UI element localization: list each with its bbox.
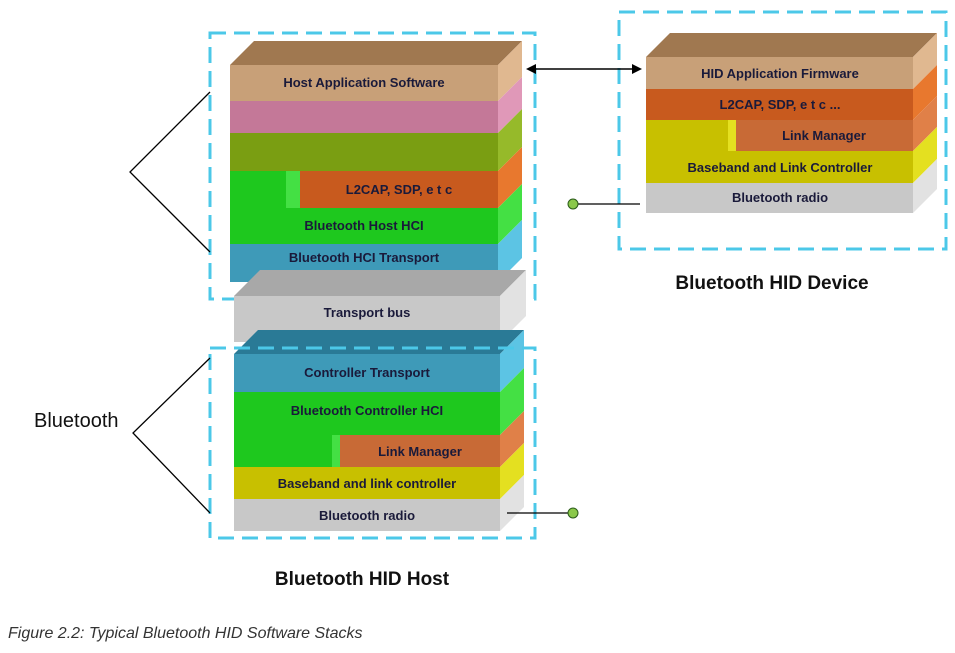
layer-host-application-software: Host Application Software [230,41,522,101]
host-antenna-icon [567,507,579,519]
host-hci-label: Bluetooth Host HCI [304,218,423,233]
controller-hci-label: Bluetooth Controller HCI [291,403,443,418]
controller-transport-label: Controller Transport [304,365,430,380]
layer-bluetooth-host-hci: Bluetooth Host HCI [230,184,522,244]
figure-caption: Figure 2.2: Typical Bluetooth HID Softwa… [8,625,363,642]
layer-controller-transport: Controller Transport [234,330,524,392]
device-top-face [646,33,937,57]
layer-l2cap-host: L2CAP, SDP, e t c [230,147,522,208]
layer-link-manager-device: Link Manager [646,96,937,151]
layer-l2cap-device: L2CAP, SDP, e t c ... [646,65,937,120]
device-baseband-label: Baseband and Link Controller [688,160,873,175]
device-link-manager-label: Link Manager [782,128,866,143]
host-lower-top-face [234,330,524,354]
host-title: Bluetooth HID Host [275,569,450,590]
lower-bracket-lines [132,357,211,514]
host-radio-label: Bluetooth radio [319,508,415,523]
device-title: Bluetooth HID Device [675,273,868,294]
host-app-software-label: Host Application Software [283,75,444,90]
layer-bluetooth-controller-hci: Bluetooth Controller HCI [234,368,524,435]
host-hci-transport-label: Bluetooth HCI Transport [289,250,440,265]
transport-bus-label: Transport bus [324,305,411,320]
host-baseband-label: Baseband and link controller [278,476,456,491]
device-dashed-box [617,10,948,251]
hid-firmware-label: HID Application Firmware [701,66,859,81]
layer-baseband-device: Baseband and Link Controller [646,127,937,183]
host-l2cap-label: L2CAP, SDP, e t c [346,182,452,197]
layer-link-manager-host: Link Manager [234,411,524,467]
layer-bluetooth-radio-host: Bluetooth radio [234,475,524,531]
host-link-manager-label: Link Manager [378,444,462,459]
host-upper-top-face [230,41,522,65]
layer-baseband-host: Baseband and link controller [234,443,524,499]
layer-bluetooth-radio-device: Bluetooth radio [646,159,937,213]
bluetooth-side-label: Bluetooth [34,410,119,432]
layer-hid-application-firmware: HID Application Firmware [646,33,937,89]
host-lower-dashed-box [208,346,537,540]
device-l2cap-label: L2CAP, SDP, e t c ... [720,97,841,112]
device-antenna-icon [567,198,579,210]
layer-olive [230,109,522,171]
layer-pink [230,77,522,133]
double-arrow-icon [526,64,642,74]
device-radio-label: Bluetooth radio [732,190,828,205]
upper-bracket-lines [129,91,211,253]
